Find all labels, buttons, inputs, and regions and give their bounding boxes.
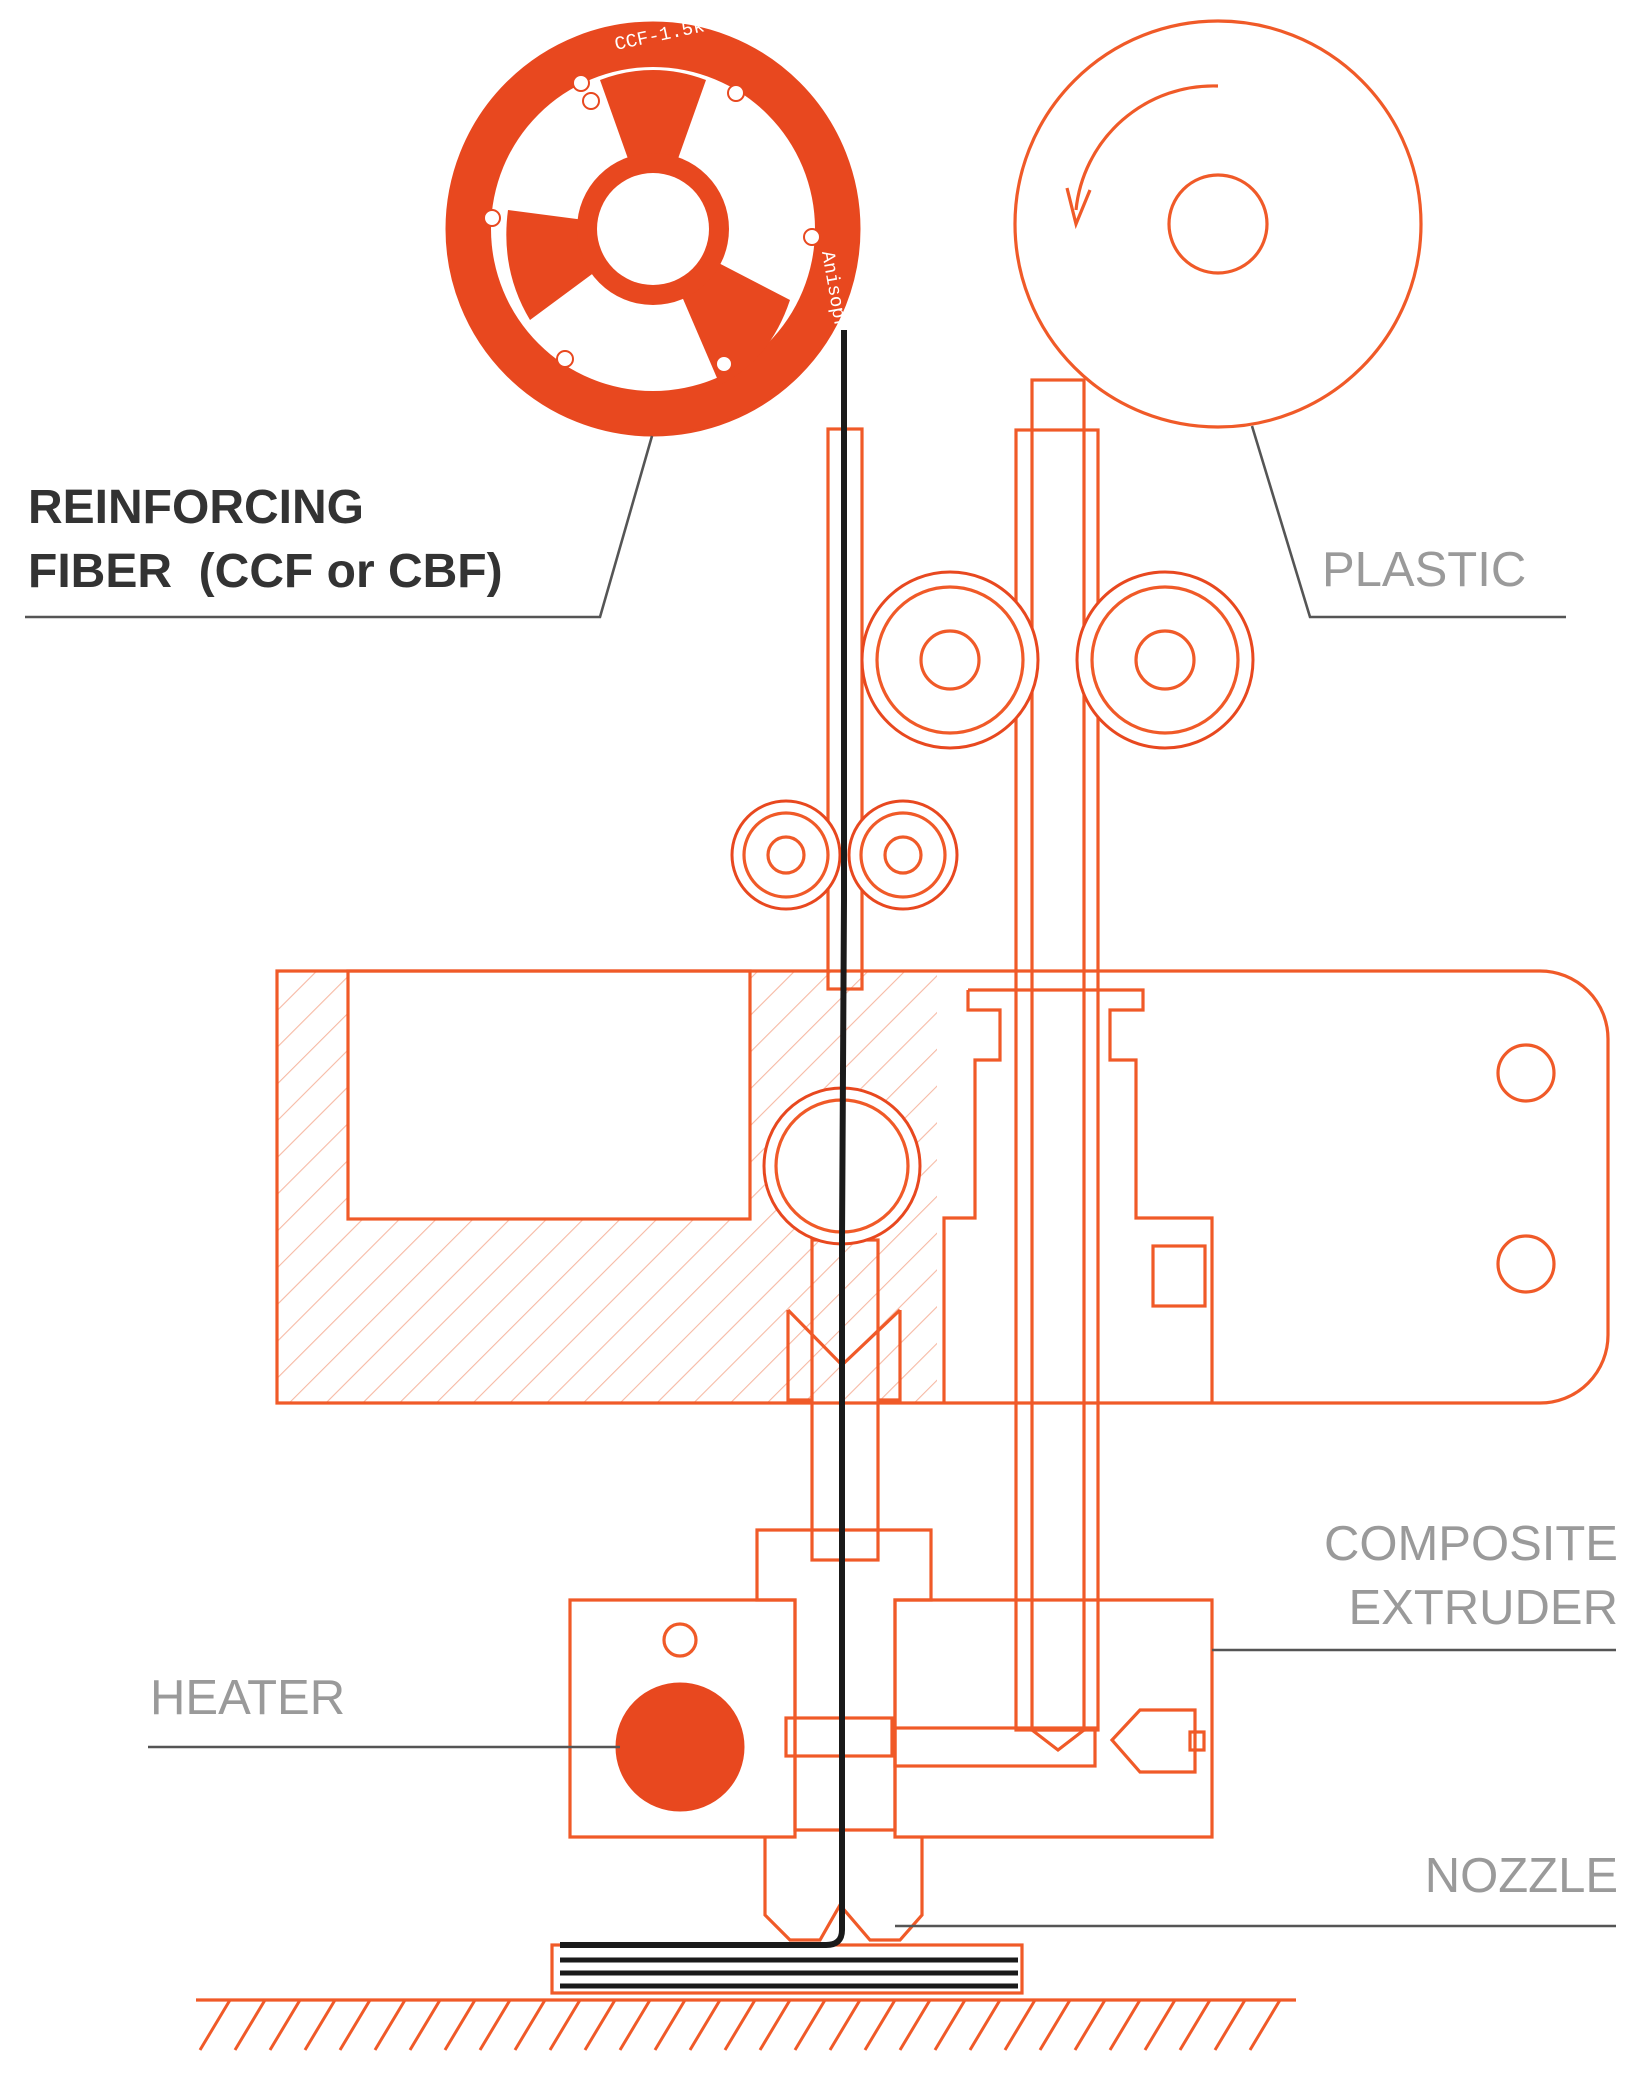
fiber-spool: CCF-1.5k Anisoprint <box>445 15 861 437</box>
leader-plastic <box>1250 425 1566 619</box>
hot-end <box>568 1528 1214 1942</box>
plastic-tube <box>942 378 1214 1753</box>
label-plastic: PLASTIC <box>1322 543 1527 597</box>
plastic-spool <box>1013 19 1423 429</box>
heater-element <box>615 1682 745 1812</box>
fiber-rollers <box>730 799 959 911</box>
label-composite-line1: COMPOSITE <box>1323 1517 1618 1571</box>
leader-lines <box>25 425 1616 1928</box>
label-composite-line2: EXTRUDER <box>1348 1581 1618 1635</box>
leader-fiber <box>25 435 654 619</box>
label-heater: HEATER <box>150 1671 346 1725</box>
label-reinforcing-fiber-line2: FIBER (CCF or CBF) <box>28 545 503 598</box>
plastic-rollers <box>860 570 1255 750</box>
fiber-path <box>560 330 847 1948</box>
label-reinforcing-fiber-line1: REINFORCING <box>28 481 364 534</box>
print-bed <box>196 1943 1296 2051</box>
counterclockwise-arrow-icon <box>1074 84 1219 211</box>
label-nozzle: NOZZLE <box>1424 1849 1618 1903</box>
